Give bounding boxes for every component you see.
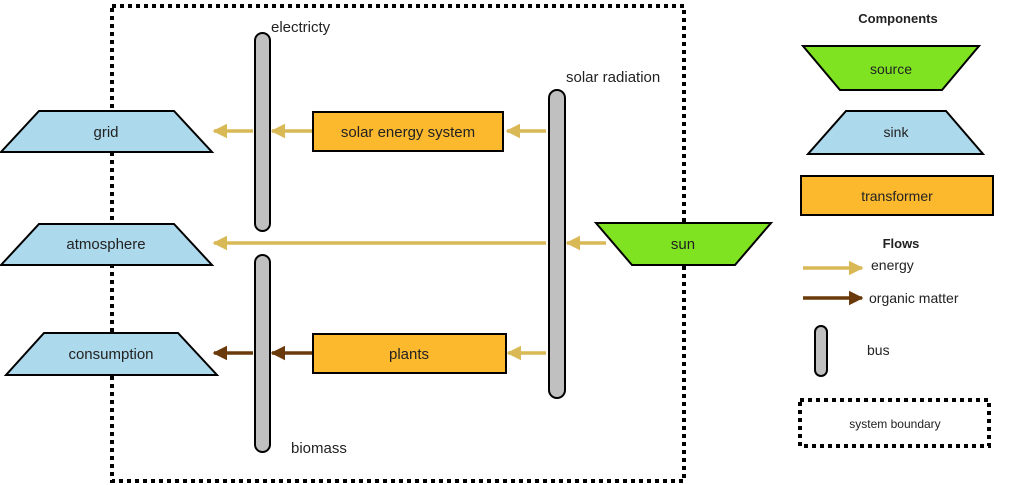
transformer-plants-label: plants xyxy=(389,346,429,363)
transformer-solar-energy-system xyxy=(312,111,504,152)
sink-consumption xyxy=(3,332,220,376)
legend-sink-shape xyxy=(805,110,986,155)
transformer-solar-energy-system-label: solar energy system xyxy=(341,124,475,141)
legend-transformer-label: transformer xyxy=(861,188,933,204)
bus-biomass-label: biomass xyxy=(291,440,347,457)
legend-sink-label: sink xyxy=(884,124,910,140)
legend-components-title: Components xyxy=(858,11,937,26)
legend-transformer-shape xyxy=(800,175,994,216)
sink-atmosphere xyxy=(0,223,215,266)
legend-energy-label: energy xyxy=(871,257,914,273)
legend-system-boundary-label: system boundary xyxy=(849,417,940,431)
legend-system-boundary-shape xyxy=(798,398,991,448)
bus-biomass xyxy=(254,254,271,453)
sink-atmosphere-label: atmosphere xyxy=(66,236,145,253)
transformer-plants xyxy=(312,333,507,374)
bus-solar-radiation xyxy=(548,89,566,399)
legend-bus-label: bus xyxy=(867,342,890,358)
bus-solar-radiation-label: solar radiation xyxy=(566,69,660,86)
legend-organic-matter-label: organic matter xyxy=(869,290,959,306)
sink-consumption-label: consumption xyxy=(68,346,153,363)
sink-grid xyxy=(0,110,215,153)
legend-bus-shape xyxy=(814,325,828,377)
legend-source-shape xyxy=(800,45,982,91)
bus-electricity xyxy=(254,32,271,232)
bus-electricity-label: electricty xyxy=(271,19,331,36)
sink-grid-label: grid xyxy=(93,124,118,141)
source-sun xyxy=(593,222,774,266)
source-sun-label: sun xyxy=(671,236,695,253)
legend-source-label: source xyxy=(870,61,912,77)
legend-flows-title: Flows xyxy=(883,236,920,251)
